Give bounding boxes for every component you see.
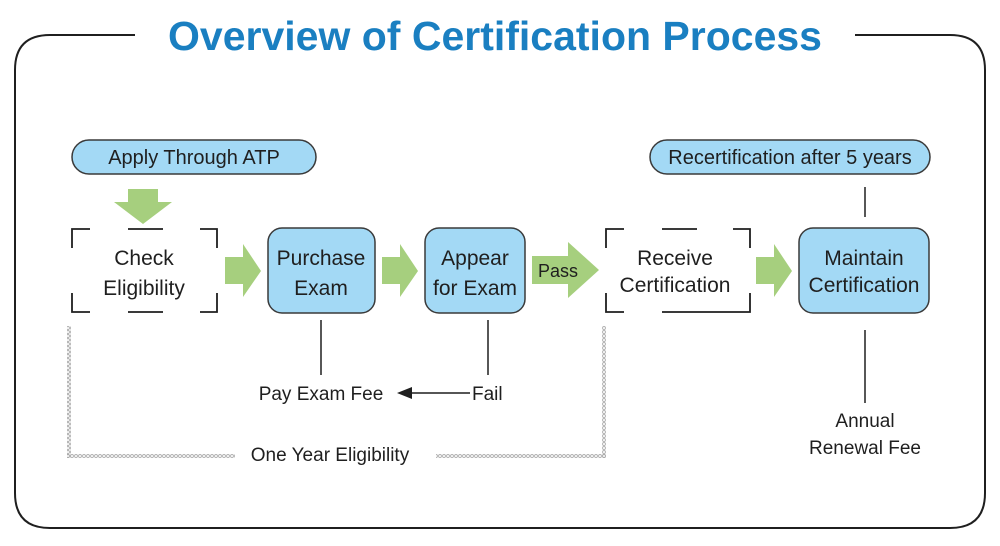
maintain-line2: Certification (809, 274, 920, 297)
fail-label: Fail (472, 384, 503, 405)
check-eligibility-line1: Check (114, 247, 174, 270)
check-eligibility-line2: Eligibility (103, 277, 185, 300)
appear-line1: Appear (441, 247, 509, 270)
right-arrow-icon (382, 244, 418, 297)
step-maintain-certification: Maintain Certification (798, 227, 930, 314)
outer-frame (14, 34, 986, 529)
maintain-line1: Maintain (824, 247, 903, 270)
fail-to-pay-arrow (397, 387, 470, 399)
recert-label: Recertification after 5 years (668, 147, 911, 169)
annual-renewal-line1: Annual (835, 411, 894, 432)
right-arrow-icon (225, 244, 261, 297)
step-receive-certification: Receive Certification (605, 228, 751, 313)
step-purchase-exam: Purchase Exam (267, 227, 376, 314)
receive-line1: Receive (637, 247, 713, 270)
pass-arrow: Pass (532, 242, 599, 298)
recertification-pill: Recertification after 5 years (649, 139, 931, 175)
down-arrow-icon (114, 189, 172, 224)
diagram-title: Overview of Certification Process (168, 13, 822, 59)
one-year-eligibility-bracket (67, 326, 606, 458)
pass-label: Pass (538, 261, 578, 281)
one-year-eligibility-label: One Year Eligibility (251, 445, 410, 466)
apply-label: Apply Through ATP (108, 147, 280, 169)
apply-through-atp-pill: Apply Through ATP (71, 139, 317, 175)
step-check-eligibility: Check Eligibility (71, 228, 218, 313)
annual-renewal-line2: Renewal Fee (809, 438, 921, 459)
pass-arrow-icon (532, 242, 599, 298)
left-arrow-icon (397, 387, 412, 399)
pay-exam-fee-label: Pay Exam Fee (259, 384, 384, 405)
purchase-exam-line2: Exam (294, 277, 348, 300)
receive-line2: Certification (620, 274, 731, 297)
right-arrow-icon (756, 244, 792, 297)
step-appear-for-exam: Appear for Exam (424, 227, 526, 314)
purchase-exam-line1: Purchase (277, 247, 366, 270)
appear-line2: for Exam (433, 277, 517, 300)
